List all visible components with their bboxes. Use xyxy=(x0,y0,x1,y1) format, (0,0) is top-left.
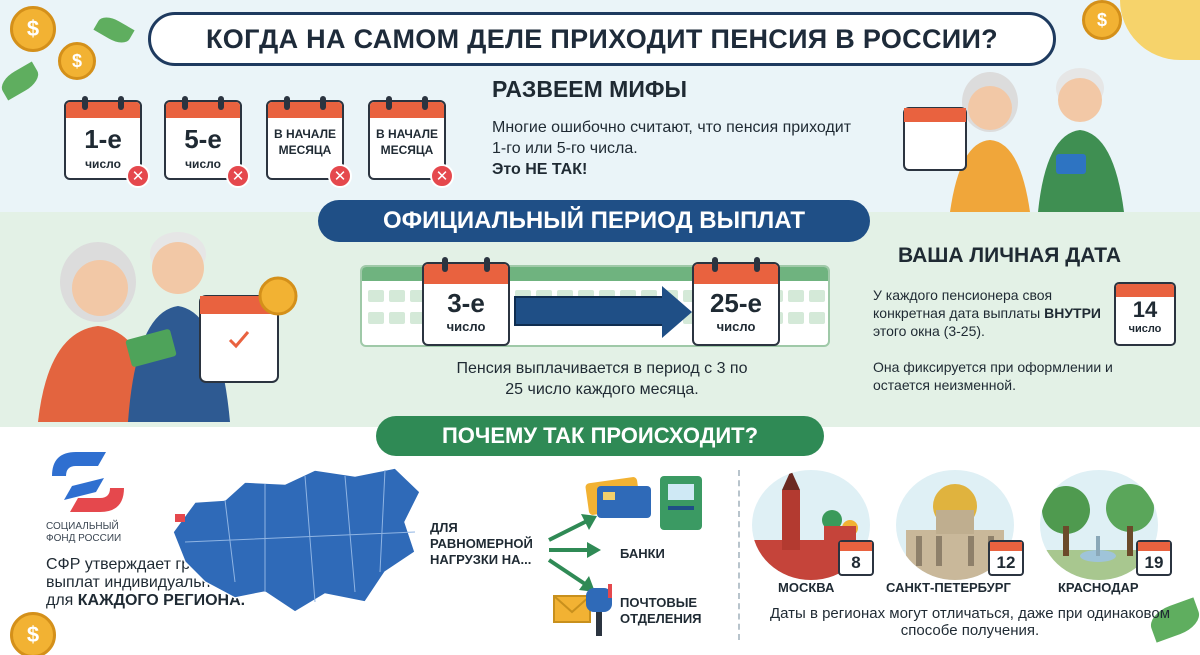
calendar-line-2: МЕСЯЦА xyxy=(380,143,434,157)
calendar-small-text: число xyxy=(85,157,121,171)
sfr-name-line-2: ФОНД РОССИИ xyxy=(46,533,122,544)
regions-note: Даты в регионах могут отличаться, даже п… xyxy=(769,605,1171,639)
calendar-big-text: 14 xyxy=(1132,297,1158,322)
calendar-small-text: число xyxy=(716,319,756,334)
calendar-myth-month-start: В НАЧАЛЕ МЕСЯЦА ✕ xyxy=(266,96,352,188)
ruble-coin-icon: $ xyxy=(1082,0,1122,40)
close-icon: ✕ xyxy=(430,164,454,188)
ruble-coin-icon: $ xyxy=(10,6,56,52)
load-text: ДЛЯ РАВНОМЕРНОЙ НАГРУЗКИ НА... xyxy=(430,520,533,567)
pensioners-with-calendar-illustration xyxy=(38,232,298,422)
post-offices-label: ПОЧТОВЫЕ ОТДЕЛЕНИЯ xyxy=(620,595,702,626)
ruble-coin-icon: $ xyxy=(10,612,56,655)
close-icon: ✕ xyxy=(328,164,352,188)
myths-heading: РАЗВЕЕМ МИФЫ xyxy=(492,76,688,102)
calendar-day-cell xyxy=(788,312,804,324)
calendar-line-1: В НАЧАЛЕ xyxy=(273,127,337,141)
calendar-small-text: число xyxy=(1128,323,1162,335)
calendar-start-date: 3-е число xyxy=(422,257,510,346)
close-icon: ✕ xyxy=(226,164,250,188)
sfr-name: СОЦИАЛЬНЫЙ ФОНД РОССИИ xyxy=(46,521,121,545)
calendar-myth-1: 1-е число ✕ xyxy=(64,96,150,188)
personal-date-text-post: этого окна (3-25). xyxy=(873,323,985,339)
myths-text: Многие ошибочно считают, что пенсия прих… xyxy=(492,117,852,180)
spb-date-calendar: 12 xyxy=(988,540,1024,576)
calendar-day-cell xyxy=(368,312,384,324)
calendar-day-cell xyxy=(788,290,804,302)
personal-date-heading: ВАША ЛИЧНАЯ ДАТА xyxy=(898,244,1121,267)
moscow-date-calendar: 8 xyxy=(838,540,874,576)
calendar-personal-date: 14 число xyxy=(1114,282,1176,346)
sfr-text-bold: КАЖДОГО РЕГИОНА. xyxy=(77,592,246,609)
calendar-big-text: 1-е xyxy=(84,124,122,154)
city-name-moscow: МОСКВА xyxy=(778,580,835,595)
calendar-day-cell xyxy=(389,312,405,324)
sfr-logo-icon xyxy=(52,452,124,512)
city-name-spb: САНКТ-ПЕТЕРБУРГ xyxy=(886,580,1011,595)
mailbox-icon xyxy=(553,584,612,636)
bank-card-icon xyxy=(585,477,651,518)
calendar-big-text: 3-е xyxy=(447,288,485,318)
krasnodar-illustration xyxy=(1040,470,1158,580)
section-divider xyxy=(738,470,740,640)
calendar-big-text: 5-е xyxy=(184,124,222,154)
personal-date-text: У каждого пенсионера своя конкретная дат… xyxy=(873,286,1105,340)
calendar-line-1: В НАЧАЛЕ xyxy=(375,127,439,141)
moscow-day: 8 xyxy=(851,553,861,572)
official-period-heading: ОФИЦИАЛЬНЫЙ ПЕРИОД ВЫПЛАТ xyxy=(318,200,870,242)
sfr-name-line-1: СОЦИАЛЬНЫЙ xyxy=(46,521,119,532)
calendar-big-text: 25-е xyxy=(709,288,763,318)
banks-label: БАНКИ xyxy=(620,546,665,561)
pensioners-illustration xyxy=(903,68,1124,212)
personal-date-text-2: Она фиксируется при оформлении и остаетс… xyxy=(873,359,1113,393)
krasnodar-date-calendar: 19 xyxy=(1136,540,1172,576)
arrows-icon xyxy=(547,514,601,592)
russia-map-icon xyxy=(172,467,421,613)
calendar-small-text: число xyxy=(446,319,486,334)
official-period-text: Пенсия выплачивается в период с 3 по 25 … xyxy=(456,360,748,398)
personal-date-text-bold: ВНУТРИ xyxy=(1044,305,1101,321)
calendar-end-date: 25-е число xyxy=(692,257,780,346)
saint-petersburg-illustration xyxy=(896,470,1014,580)
krasnodar-day: 19 xyxy=(1144,553,1164,572)
close-icon: ✕ xyxy=(126,164,150,188)
myths-emphasis: Это НЕ ТАК! xyxy=(492,161,588,178)
city-name-krasnodar: КРАСНОДАР xyxy=(1058,580,1139,595)
why-heading: ПОЧЕМУ ТАК ПРОИСХОДИТ? xyxy=(376,416,824,456)
calendar-small-text: число xyxy=(185,157,221,171)
page-title: КОГДА НА САМОМ ДЕЛЕ ПРИХОДИТ ПЕНСИЯ В РО… xyxy=(148,12,1056,66)
calendar-day-cell xyxy=(389,290,405,302)
calendar-day-cell xyxy=(809,290,825,302)
calendar-day-cell xyxy=(809,312,825,324)
calendar-line-2: МЕСЯЦА xyxy=(278,143,332,157)
personal-date-text-pre: У каждого пенсионера своя конкретная дат… xyxy=(873,287,1053,321)
spb-day: 12 xyxy=(996,553,1016,572)
myths-body: Многие ошибочно считают, что пенсия прих… xyxy=(492,119,852,157)
calendar-myth-5: 5-е число ✕ xyxy=(164,96,250,188)
calendar-day-cell xyxy=(368,290,384,302)
arrow-right-icon xyxy=(514,296,664,326)
arrow-head xyxy=(662,286,692,338)
calendar-myth-month-start: В НАЧАЛЕ МЕСЯЦА ✕ xyxy=(368,96,454,188)
ruble-coin-icon: $ xyxy=(58,42,96,80)
atm-icon xyxy=(660,476,702,530)
